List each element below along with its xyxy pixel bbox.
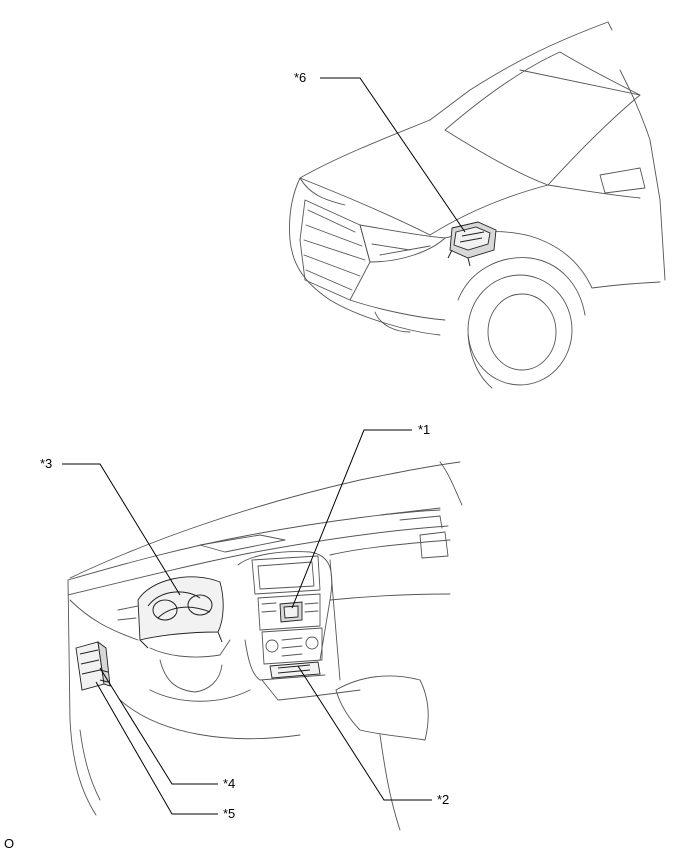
part-3-instrument-cluster <box>137 576 224 649</box>
callout-label-3: *3 <box>40 456 52 471</box>
part-1-module <box>279 601 303 623</box>
callout-label-6: *6 <box>294 70 306 85</box>
part-4-5-module <box>75 640 111 691</box>
vehicle-front-view <box>289 21 666 389</box>
callout-label-5: *5 <box>223 806 235 821</box>
callout-lines <box>62 77 466 815</box>
interior-dashboard-view <box>67 461 463 831</box>
corner-mark: O <box>4 836 14 851</box>
part-6-module <box>447 221 497 267</box>
callout-label-2: *2 <box>437 792 449 807</box>
callout-label-4: *4 <box>223 776 235 791</box>
callout-label-1: *1 <box>418 422 430 437</box>
part-2-module <box>269 661 321 679</box>
